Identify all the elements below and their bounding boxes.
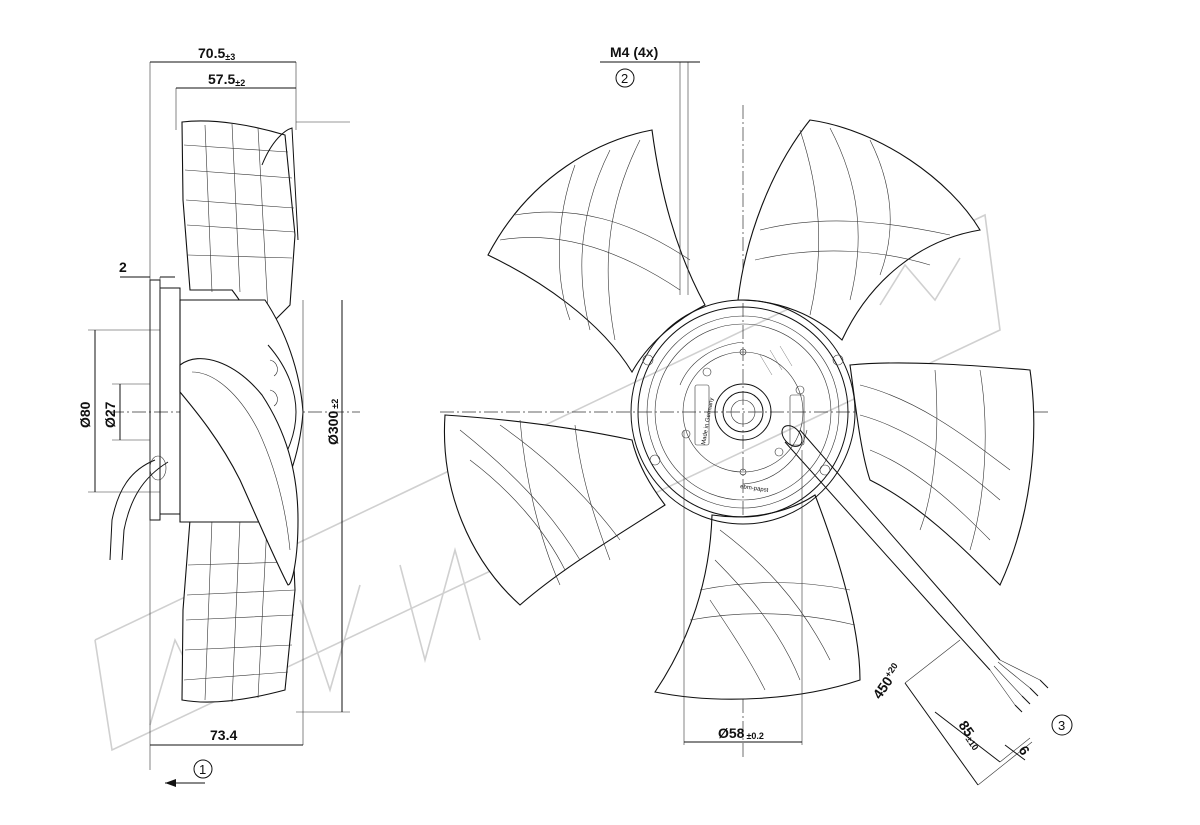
svg-text:2: 2 [621,71,628,86]
dim-bottom-depth: 73.4 [210,727,237,743]
dim-cable-450: 450+20 [869,661,904,702]
dim-cable-6: 6 [1016,743,1034,759]
dim-depth-blade: 57.5±2 [208,71,245,88]
dim-dia-300: Ø300±2 [325,399,341,445]
watermark-logo [94,213,1001,752]
dim-dia-58: Ø58±0.2 [718,725,764,741]
front-view [440,61,1050,786]
dim-flange-gap: 2 [119,259,127,275]
dim-screw: M4 (4x) [610,44,658,60]
callout-3: 3 [1051,714,1073,736]
svg-text:1: 1 [199,762,206,777]
hub-label-b: ebm-papst [740,484,769,494]
svg-text:3: 3 [1058,718,1065,733]
dim-dia-27: Ø27 [102,401,118,428]
side-view [88,61,360,787]
dim-depth-total: 70.5±3 [198,45,235,62]
dim-cable-85: 85±10 [955,718,986,753]
callout-2: 2 [615,68,635,88]
callout-1: 1 [193,759,213,779]
hub-label-a: Made in Germany [701,397,715,445]
dim-dia-80: Ø80 [77,401,93,428]
